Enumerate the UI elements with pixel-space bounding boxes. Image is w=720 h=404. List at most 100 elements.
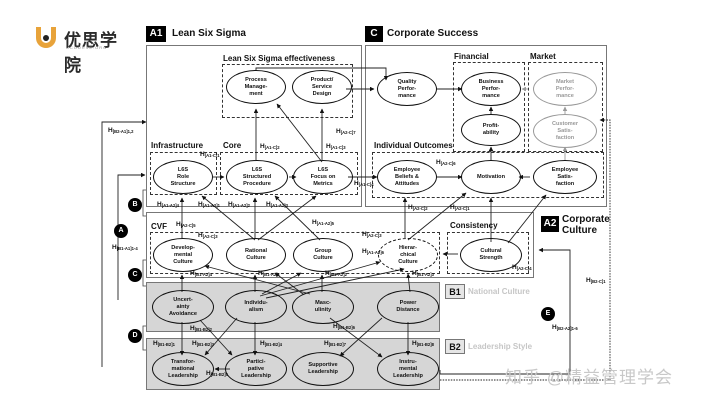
edge-rat-fm: [257, 195, 317, 241]
group-market: [528, 62, 603, 152]
group-title-financial: Financial: [454, 52, 489, 61]
group-individual-outcomes: [372, 152, 604, 198]
hyp-a1-c-3: H[A1-C]3: [326, 143, 346, 150]
node-motivation: Motivation: [461, 160, 521, 194]
edge-pd-supp: [339, 317, 383, 357]
hyp-a2-c-2: H[A2-C]2: [408, 204, 428, 211]
node-uncertainty-avoidance: Uncert- ainty Avoidance: [152, 290, 214, 324]
group-title-cvf: CVF: [151, 222, 167, 231]
node-customer-satisfaction: Customer Satis- faction: [533, 114, 597, 148]
node-rational-culture: Rational Culture: [226, 238, 286, 272]
node-employee-beliefs: Employee Beliefs & Attitudes: [377, 160, 437, 194]
logo: 优思学院 UCOURSE.ORG: [34, 22, 134, 75]
node-product-service-design: Product/ Service Design: [292, 70, 352, 104]
bracket-d: [142, 325, 146, 351]
hyp-b1-b2-1: H[B1-B2]1: [153, 340, 175, 347]
hyp-a2-c-3-hier: H[A2-C]3: [362, 231, 382, 238]
node-transformational-leadership: Transfor- mational Leadership: [152, 352, 214, 386]
group-core: [220, 152, 358, 195]
node-quality-performance: Quality Perfor- mance: [377, 72, 437, 106]
edge-b2-a2: [439, 247, 571, 375]
group-title-market: Market: [530, 52, 556, 61]
hyp-a2-c-4: H[A2-C]4: [512, 264, 532, 271]
edge-pd-hier: [406, 273, 411, 293]
hyp-a2-c-1: H[A2-C]1: [450, 204, 470, 211]
node-market-performance: Market Perfor- mance: [533, 72, 597, 106]
c-container: [365, 45, 607, 207]
edge-ind-trans: [204, 317, 238, 356]
hyp-a1-a2-1: H[A1-A2]1: [198, 201, 220, 208]
node-supportive-leadership: Supportive Leadership: [292, 352, 354, 386]
hyp-b1-a2-1: H[B1-A2]1: [258, 270, 280, 277]
hyp-a1-a2-6: H[A1-A2]6: [362, 248, 384, 255]
hyp-a1-c-1: H[A1-C]1: [200, 151, 220, 158]
edge-pm-quality: [255, 67, 389, 81]
hyp-a2-c-3-dev: H[A2-C]3: [198, 232, 218, 239]
section-title-b2: Leadership Style: [468, 342, 533, 351]
a1-container: [146, 45, 362, 207]
a2-container: [146, 212, 534, 278]
marker-a: A: [114, 224, 128, 238]
edge-masc-dev: [204, 264, 311, 295]
group-title-lss-effectiveness: Lean Six Sigma effectiveness: [223, 54, 336, 63]
edge-ind-hier: [259, 260, 381, 297]
hyp-a2-c-5: H[A2-C]5: [176, 221, 196, 228]
group-infrastructure: [150, 152, 217, 195]
logo-text: 优思学院: [64, 31, 118, 75]
node-instrumental-leadership: Instru- mental Leadership: [377, 352, 439, 386]
watermark: 知乎 @精益管理学会: [505, 368, 673, 387]
section-badge-b1: B1: [445, 284, 465, 299]
group-cvf: [150, 232, 440, 274]
hyp-b2-c-1: H[B2-C]1: [586, 277, 606, 284]
hyp-a1-a2-2: H[A1-A2]2: [228, 201, 250, 208]
section-badge-b2: B2: [445, 339, 465, 354]
group-title-individual-outcomes: Individual Outcomes: [374, 141, 453, 150]
node-business-performance: Business Perfor- mance: [461, 72, 521, 106]
bracket-c: [142, 259, 146, 287]
node-masculinity: Masc- ulinity: [292, 290, 354, 324]
hyp-b1-a2-2: H[B1-A2]2: [325, 270, 347, 277]
group-title-infrastructure: Infrastructure: [151, 141, 204, 150]
node-l6s-role-structure: L6S Role Structure: [153, 160, 213, 194]
marker-d: D: [128, 329, 142, 343]
node-developmental-culture: Develop- mental Culture: [153, 238, 213, 272]
hyp-a1-a2-5: H[A1-A2]5: [312, 219, 334, 226]
logo-u-icon: [36, 27, 56, 48]
node-employee-satisfaction: Employee Satis- faction: [533, 160, 597, 194]
section-badge-a1: A1: [146, 26, 166, 42]
node-hierarchical-culture: Hierar- chical Culture: [378, 238, 438, 272]
bracket-b: [142, 189, 146, 217]
hyp-b1-b2-8: H[B1-B2]8: [412, 340, 434, 347]
group-financial: [453, 62, 525, 152]
node-group-culture: Group Culture: [293, 238, 353, 272]
group-title-consistency: Consistency: [450, 221, 498, 230]
edge-b2-a1: [101, 119, 147, 367]
hyp-b1-a2-4: H[B1-A2]4: [190, 270, 212, 277]
node-participative-leadership: Partici- pative Leadership: [225, 352, 287, 386]
hyp-a1-a2-4: H[A1-A2]4: [157, 201, 179, 208]
hyp-b1-b2-5: H[B1-B2]5: [206, 370, 228, 377]
marker-e: E: [541, 307, 555, 321]
node-power-distance: Power Distance: [377, 290, 439, 324]
section-badge-a2: A2: [541, 216, 559, 232]
hyp-b1-b2-6: H[B1-B2]6: [333, 323, 355, 330]
hyp-b1-a1-14: H[B1-A1]1-4: [112, 244, 138, 251]
hyp-b1-b2-4: H[B1-B2]4: [260, 340, 282, 347]
edge-grp-sp: [274, 195, 321, 241]
logo-subtext: UCOURSE.ORG: [66, 45, 108, 50]
hyp-b1-b2-7: H[B1-B2]7: [324, 340, 346, 347]
hyp-a2-c-6: H[A2-C]6: [436, 159, 456, 166]
edge-masc-rat: [274, 272, 304, 295]
hyp-a1-a2-3: H[A1-A2]3: [266, 201, 288, 208]
edge-cs-empsat: [507, 194, 547, 244]
edge-masc-instr: [329, 317, 383, 358]
marker-b: B: [128, 198, 142, 212]
section-badge-c: C: [365, 26, 383, 42]
node-l6s-structured-procedure: L6S Structured Procedure: [226, 160, 288, 194]
edge-ua-part: [199, 319, 233, 356]
edge-rat-rs: [201, 195, 256, 241]
edge-b2-c: [440, 117, 611, 381]
hyp-b1-b2-2: H[B1-B2]2: [190, 325, 212, 332]
hyp-a2-c-7: H[A2-C]7: [336, 128, 356, 135]
